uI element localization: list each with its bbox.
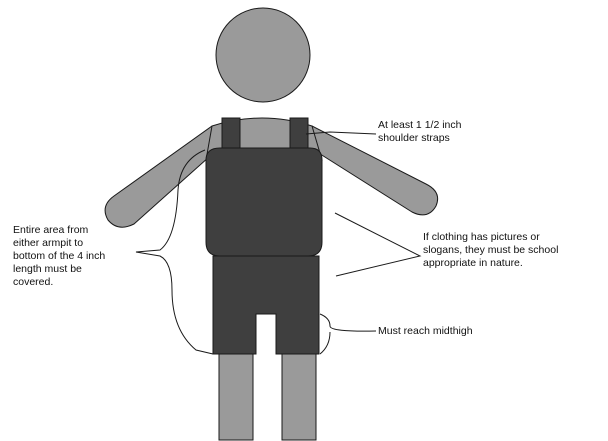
leader-line-midthigh <box>320 314 376 354</box>
right-leg-shape <box>282 348 316 440</box>
leader-line-pictures <box>335 213 420 276</box>
top-garment-shape <box>206 148 322 256</box>
shorts-garment-shape <box>213 256 319 354</box>
shoulder-straps-annotation: At least 1 1/2 inch shoulder straps <box>378 119 508 145</box>
pictures-slogans-annotation: If clothing has pictures or slogans, the… <box>423 231 598 270</box>
left-leg-shape <box>219 348 253 440</box>
armpit-coverage-annotation: Entire area from either armpit to bottom… <box>13 224 133 289</box>
midthigh-annotation: Must reach midthigh <box>378 325 528 338</box>
head-shape <box>216 8 310 102</box>
